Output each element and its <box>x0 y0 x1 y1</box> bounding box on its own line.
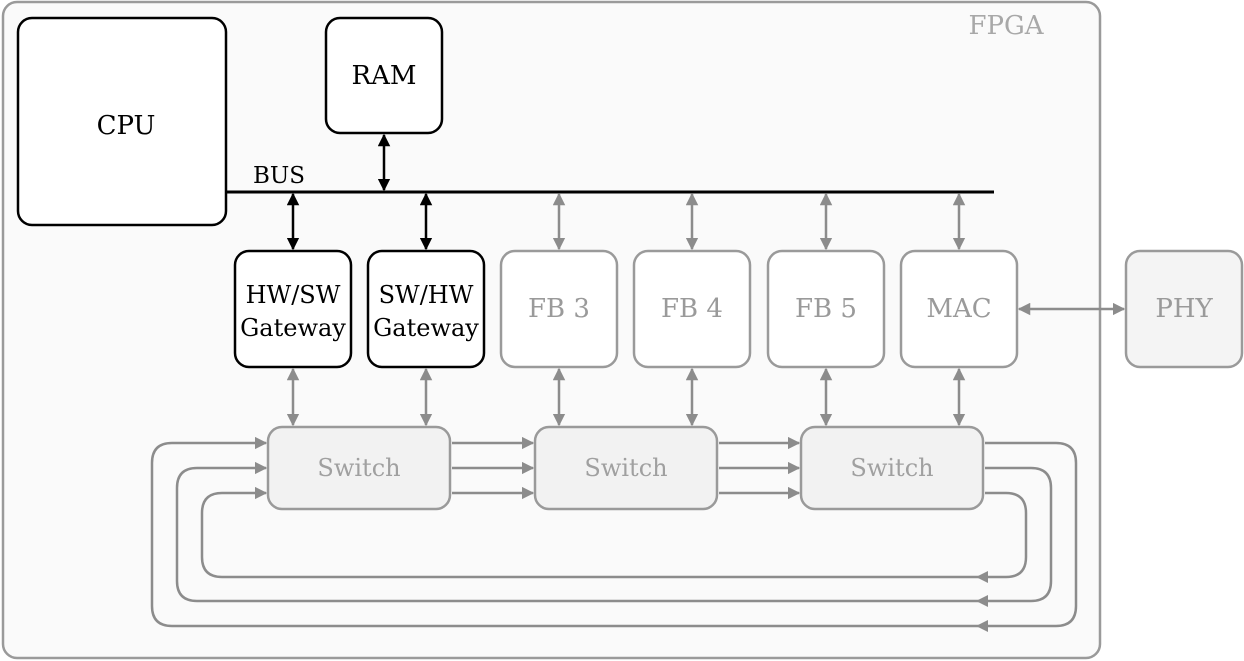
switch-3-label: Switch <box>850 454 933 482</box>
gateway-hw-sw-line2: Gateway <box>240 314 346 342</box>
fb3-block <box>499 249 619 369</box>
fb4-label: FB 4 <box>661 294 723 324</box>
gateway-sw-hw-block <box>366 249 486 369</box>
gateway-hw-sw-block <box>233 249 353 369</box>
switch-3 <box>799 425 985 511</box>
fb4-block <box>632 249 752 369</box>
fb5-block <box>766 249 886 369</box>
ring-loop-inner <box>200 486 1028 579</box>
switch-1-label: Switch <box>317 454 400 482</box>
fb5-label: FB 5 <box>795 294 857 324</box>
mac-label: MAC <box>926 294 991 324</box>
gateway-sw-hw-line1: SW/HW <box>379 281 474 309</box>
ram-label: RAM <box>352 61 417 91</box>
switch-2-label: Switch <box>584 454 667 482</box>
ring-loop-outer <box>150 436 1078 628</box>
cpu-label: CPU <box>97 111 156 141</box>
mac-block <box>899 249 1019 369</box>
phy-label: PHY <box>1155 294 1213 324</box>
ring-loop-middle <box>175 461 1053 603</box>
phy-block <box>1124 249 1244 369</box>
fpga-label: FPGA <box>968 11 1044 41</box>
ring-arrowhead-inner <box>976 571 988 583</box>
gateway-sw-hw-line2: Gateway <box>373 314 479 342</box>
ram-block <box>324 16 444 135</box>
gateway-hw-sw-line1: HW/SW <box>246 281 341 309</box>
fb3-label: FB 3 <box>528 294 590 324</box>
switch-1 <box>266 425 452 511</box>
bus-label: BUS <box>253 163 305 189</box>
ring-arrowhead-middle <box>976 595 988 607</box>
ring-arrowhead-outer <box>976 620 988 632</box>
cpu-block <box>16 16 228 227</box>
switch-2 <box>533 425 719 511</box>
